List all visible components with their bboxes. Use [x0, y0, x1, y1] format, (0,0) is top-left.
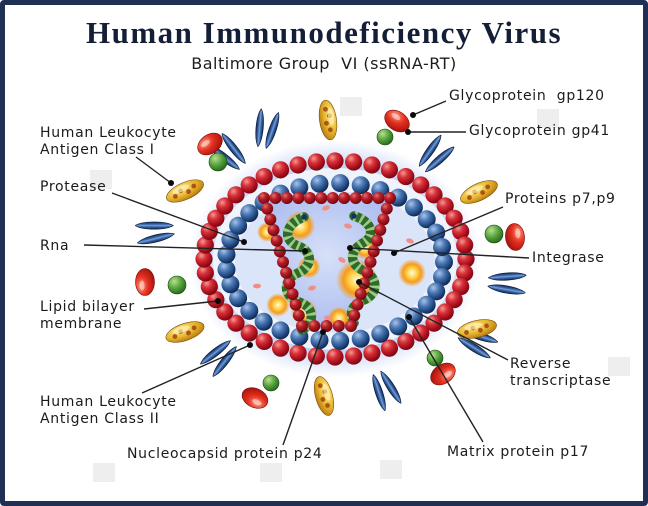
label-lipid-bilayer: Lipid bilayer membrane: [40, 299, 135, 332]
label-hla-class-1: Human Leukocyte Antigen Class I: [40, 125, 177, 158]
label-matrix-p17: Matrix protein p17: [447, 444, 590, 460]
label-protease: Protease: [40, 179, 107, 195]
label-gp120: Glycoprotein gp120: [449, 88, 605, 104]
watermark-artifacts: [90, 97, 630, 482]
hla-molecules: [165, 99, 498, 416]
label-p7-p9: Proteins p7,p9: [505, 191, 616, 207]
label-nucleocapsid-p24: Nucleocapsid protein p24: [127, 446, 323, 462]
diagram-subtitle: Baltimore Group VI (ssRNA-RT): [191, 54, 457, 73]
label-reverse-transcriptase: Reverse transcriptase: [510, 356, 612, 389]
diagram-title: Human Immunodeficiency Virus: [85, 15, 563, 50]
virus-illustration: [83, 97, 630, 482]
capsid-wall: [258, 192, 396, 332]
label-hla-class-2: Human Leukocyte Antigen Class II: [40, 394, 177, 427]
label-integrase: Integrase: [532, 250, 605, 266]
label-rna: Rna: [40, 238, 70, 254]
leader-lines: [83, 100, 530, 446]
label-gp41: Glycoprotein gp41: [469, 123, 610, 139]
gp120-knobs: [135, 109, 525, 409]
gp41-stems: [167, 128, 504, 392]
